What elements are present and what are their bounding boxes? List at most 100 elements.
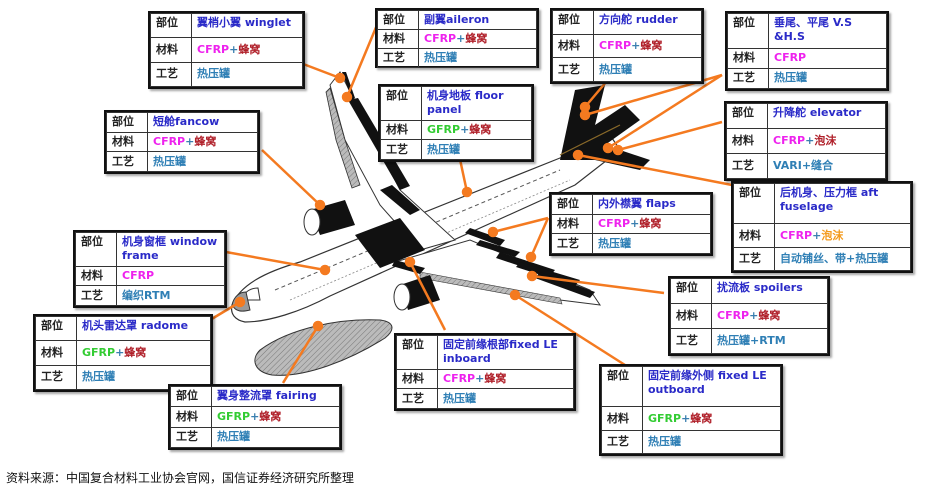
process-value: 热压罐 [418,48,537,68]
part-name: 短舱fancow [153,115,220,128]
material-addition: 蜂窝 [465,32,488,45]
material-plus: + [812,228,822,242]
material-value: GFRP+蜂窝 [211,406,340,428]
process-label: 工艺 [170,426,212,449]
part-value: 垂尾、平尾 V.S &H.S [768,13,887,49]
material-plus: + [456,32,466,45]
process-value: VARI+缝合 [767,153,886,179]
part-value: 固定前缘外侧 fixed LE outboard [642,365,781,408]
process-value: 编织RTM [116,285,225,306]
process-value: 热压罐 [768,67,887,90]
part-label: 部位 [733,182,775,225]
part-name: 垂尾、平尾 V.S &H.S [774,16,853,43]
material-plus: + [475,372,485,386]
process-label: 工艺 [551,233,593,254]
material-plus: + [749,309,759,322]
material-label: 材料 [727,47,769,69]
process-label: 工艺 [727,67,769,90]
process-label: 工艺 [380,139,422,160]
material-value: CFRP [116,265,225,287]
part-name: 固定前缘外侧 fixed LE outboard [648,369,767,396]
process-value: 自动铺丝、带+热压罐 [774,246,911,272]
material-plus: + [250,409,260,423]
process-value: 热压罐 [774,71,807,85]
material-base: CFRP [122,269,155,283]
material-value: CFRP+蜂窝 [711,303,828,329]
material-label: 材料 [601,406,643,431]
material-plus: + [630,216,640,230]
part-value: 短舱fancow [147,112,258,133]
material-value: GFRP+蜂窝 [76,340,211,366]
material-addition: 蜂窝 [690,411,713,425]
material-base: CFRP [424,32,457,45]
process-label: 工艺 [377,48,419,68]
material-base: CFRP [717,309,750,322]
material-plus: + [631,38,641,52]
part-label: 部位 [380,86,422,121]
material-label: 材料 [170,406,212,428]
part-label: 部位 [552,10,594,35]
material-label: 材料 [380,119,422,141]
material-base: CFRP [598,216,631,230]
material-plus: + [229,42,239,56]
material-label: 材料 [551,213,593,235]
process-value: 热压罐 [443,391,476,405]
material-label: 材料 [396,368,438,390]
material-value: CFRP+泡沫 [767,128,886,154]
material-label: 材料 [35,340,77,366]
material-addition: 泡沫 [814,134,837,147]
process-label: 工艺 [552,57,594,82]
material-addition: 蜂窝 [124,345,147,359]
material-base: CFRP [443,372,476,386]
process-value: 热压罐 [648,434,681,448]
material-label: 材料 [377,29,419,49]
material-base: CFRP [774,51,807,65]
material-label: 材料 [552,33,594,59]
part-value: 固定前缘根部fixed LE inboard [437,335,574,370]
process-value: 热压罐 [197,67,230,81]
process-value: 热压罐 [424,51,457,64]
material-addition: 蜂窝 [639,216,662,230]
part-name: 方向舵 rudder [599,13,678,26]
part-value: 方向舵 rudder [593,10,702,35]
part-label: 部位 [551,194,593,215]
material-value: CFRP+蜂窝 [593,33,702,59]
material-value: CFRP+蜂窝 [592,213,711,235]
part-value: 内外襟翼 flaps [592,194,711,215]
part-name: 内外襟翼 flaps [598,197,676,210]
process-value: 热压罐 [217,430,250,444]
part-name: 机身窗框 window frame [122,235,218,262]
material-plus: + [805,134,815,147]
part-value: 翼身整流罩 fairing [211,385,340,408]
part-label: 部位 [150,12,192,39]
part-name: 升降舵 elevator [773,106,862,119]
part-value: 升降舵 elevator [767,103,886,129]
part-label: 部位 [75,232,117,267]
material-value: GFRP+蜂窝 [421,119,532,141]
process-label: 工艺 [75,285,117,306]
material-label: 材料 [106,131,148,153]
part-value: 机身窗框 window frame [116,232,225,267]
part-value: 翼梢小翼 winglet [191,12,303,39]
process-label: 工艺 [396,388,438,409]
process-value: 热压罐 [437,388,574,409]
material-value: CFRP+蜂窝 [147,131,258,153]
